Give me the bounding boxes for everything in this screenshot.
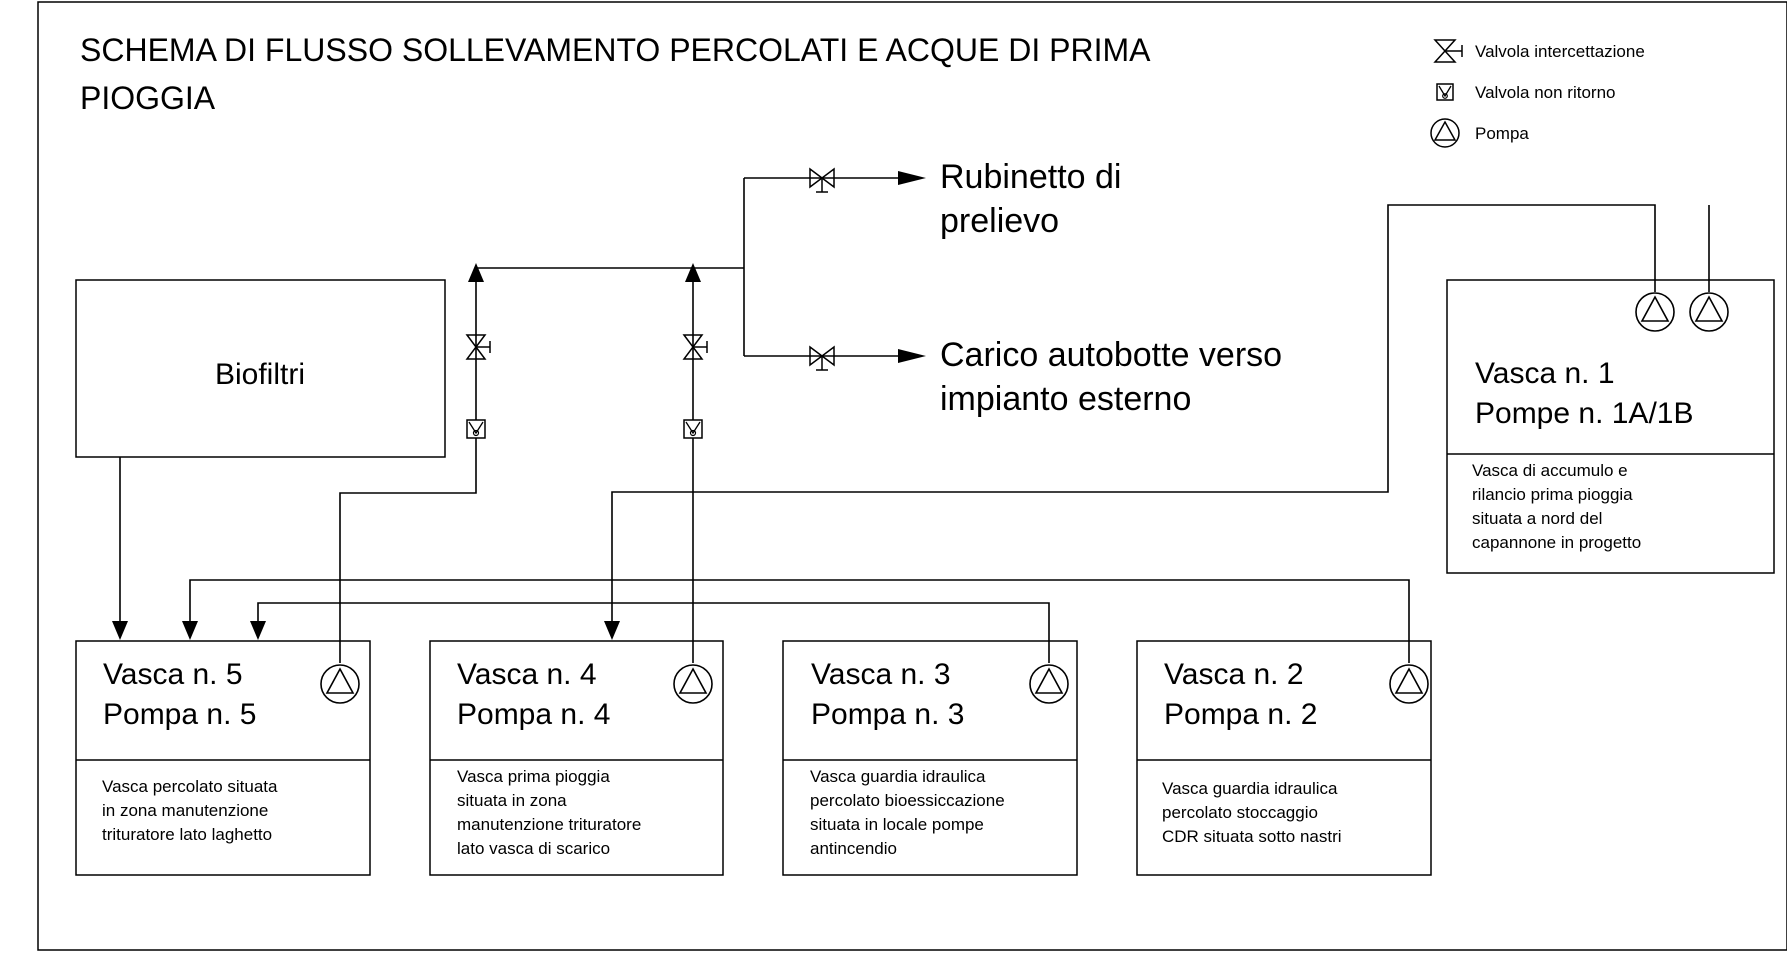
tank-1-desc-line-2: rilancio prima pioggia (1472, 485, 1633, 504)
tank-4-desc-line-2: situata in zona (457, 791, 567, 810)
outlet-tap-line-1: Rubinetto di (940, 158, 1121, 196)
tank-3-desc-line-4: antincendio (810, 839, 897, 858)
pump-4-icon (673, 664, 713, 704)
legend-check-valve-label: Valvola non ritorno (1475, 83, 1616, 102)
check-valve-icon (466, 419, 486, 439)
tank-4-desc-line-1: Vasca prima pioggia (457, 767, 610, 786)
tank-3-title: Vasca n. 3 (811, 658, 951, 691)
legend-check-valve-icon (1436, 83, 1454, 101)
tank-5-desc-line-3: trituratore lato laghetto (102, 825, 272, 844)
flow-arrows (112, 171, 926, 640)
legend-pump-label: Pompa (1475, 124, 1529, 143)
tank-3-desc-line-1: Vasca guardia idraulica (810, 767, 986, 786)
tank-1-title: Vasca n. 1 (1475, 357, 1615, 390)
outer-frame (37, 1, 1787, 951)
tank-2-title: Vasca n. 2 (1164, 658, 1304, 691)
pump-1a-icon (1635, 292, 1675, 332)
tank-5-title: Vasca n. 5 (103, 658, 243, 691)
biofilter-box (75, 279, 446, 458)
tank-2-desc-line-3: CDR situata sotto nastri (1162, 827, 1342, 846)
tank-4-desc-line-3: manutenzione trituratore (457, 815, 641, 834)
check-valve-icon (683, 419, 703, 439)
pump-1b-icon (1689, 292, 1729, 332)
outlet-tap-line-2: prelievo (940, 202, 1059, 240)
pump-2-icon (1389, 664, 1429, 704)
piping (119, 177, 1710, 663)
diagram-title-line-1: SCHEMA DI FLUSSO SOLLEVAMENTO PERCOLATI … (80, 32, 1151, 68)
tank-1-desc-line-1: Vasca di accumulo e (1472, 461, 1628, 480)
biofilter-label: Biofiltri (215, 358, 305, 391)
shutoff-valve-icon (809, 168, 835, 193)
tank-4-title: Vasca n. 4 (457, 658, 597, 691)
tank-5-desc-line-1: Vasca percolato situata (102, 777, 278, 796)
tank-3-desc-line-2: percolato bioessiccazione (810, 791, 1005, 810)
tank-2-pump: Pompa n. 2 (1164, 698, 1317, 731)
tank-4-desc-line-4: lato vasca di scarico (457, 839, 610, 858)
outlet-tanker-line-1: Carico autobotte verso (940, 336, 1282, 374)
tank-2-desc-line-1: Vasca guardia idraulica (1162, 779, 1338, 798)
shutoff-valve-icon (809, 346, 835, 371)
legend-pump-icon (1430, 118, 1460, 148)
tank-1-desc-line-4: capannone in progetto (1472, 533, 1641, 552)
diagram-title-line-2: PIOGGIA (80, 80, 216, 116)
tank-5-desc-line-2: in zona manutenzione (102, 801, 268, 820)
tank-3-desc-line-3: situata in locale pompe (810, 815, 984, 834)
pump-3-icon (1029, 664, 1069, 704)
shutoff-valve-icon (683, 334, 708, 360)
tank-3-box (782, 640, 1078, 876)
tank-3-pump: Pompa n. 3 (811, 698, 964, 731)
shutoff-valve-icon (466, 334, 491, 360)
tank-1-box (1446, 279, 1775, 574)
outlet-tanker-line-2: impianto esterno (940, 380, 1191, 418)
tank-2-box (1136, 640, 1432, 876)
tank-2-desc-line-2: percolato stoccaggio (1162, 803, 1318, 822)
legend: Valvola intercettazione Valvola non rito… (1430, 39, 1645, 148)
tank-5-pump: Pompa n. 5 (103, 698, 256, 731)
legend-valve-icon (1433, 39, 1463, 63)
tank-1-pumps: Pompe n. 1A/1B (1475, 397, 1693, 430)
pump-5-icon (320, 664, 360, 704)
tank-4-pump: Pompa n. 4 (457, 698, 610, 731)
legend-valve-label: Valvola intercettazione (1475, 42, 1645, 61)
tank-1-desc-line-3: situata a nord del (1472, 509, 1602, 528)
